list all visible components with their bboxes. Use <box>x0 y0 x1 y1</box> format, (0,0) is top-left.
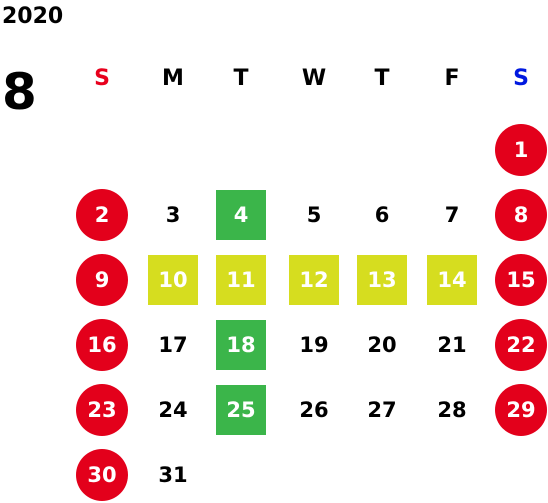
calendar-day-8: 8 <box>495 189 547 241</box>
weekday-friday: F <box>444 66 460 91</box>
calendar-day-16: 16 <box>76 319 128 371</box>
calendar-day-26: 26 <box>299 397 329 422</box>
calendar-day-18: 18 <box>216 320 266 370</box>
calendar-day-17: 17 <box>158 332 188 357</box>
weekday-tuesday: T <box>233 66 249 91</box>
calendar-day-4: 4 <box>216 190 266 240</box>
calendar-day-25: 25 <box>216 385 266 435</box>
calendar-day-12: 12 <box>289 255 339 305</box>
calendar-day-3: 3 <box>165 202 181 227</box>
calendar-day-20: 20 <box>367 332 397 357</box>
weekday-saturday: S <box>513 66 529 91</box>
calendar-day-2: 2 <box>76 189 128 241</box>
weekday-thursday: T <box>374 66 390 91</box>
calendar-day-30: 30 <box>76 449 128 501</box>
calendar-year: 2020 <box>2 4 64 29</box>
calendar-day-21: 21 <box>437 332 467 357</box>
calendar-day-5: 5 <box>306 202 322 227</box>
calendar-day-22: 22 <box>495 319 547 371</box>
weekday-monday: M <box>162 66 184 91</box>
calendar-day-31: 31 <box>158 462 188 487</box>
calendar-day-1: 1 <box>495 124 547 176</box>
calendar-day-14: 14 <box>427 255 477 305</box>
calendar-day-11: 11 <box>216 255 266 305</box>
calendar-day-6: 6 <box>374 202 390 227</box>
calendar-day-15: 15 <box>495 254 547 306</box>
calendar-day-29: 29 <box>495 384 547 436</box>
calendar-day-10: 10 <box>148 255 198 305</box>
calendar-day-23: 23 <box>76 384 128 436</box>
calendar-day-27: 27 <box>367 397 397 422</box>
calendar-day-28: 28 <box>437 397 467 422</box>
calendar-month: 8 <box>2 63 37 121</box>
calendar-day-24: 24 <box>158 397 188 422</box>
weekday-sunday: S <box>94 66 110 91</box>
weekday-wednesday: W <box>301 66 327 91</box>
calendar-day-13: 13 <box>357 255 407 305</box>
calendar-day-9: 9 <box>76 254 128 306</box>
calendar-day-7: 7 <box>444 202 460 227</box>
calendar-day-19: 19 <box>299 332 329 357</box>
